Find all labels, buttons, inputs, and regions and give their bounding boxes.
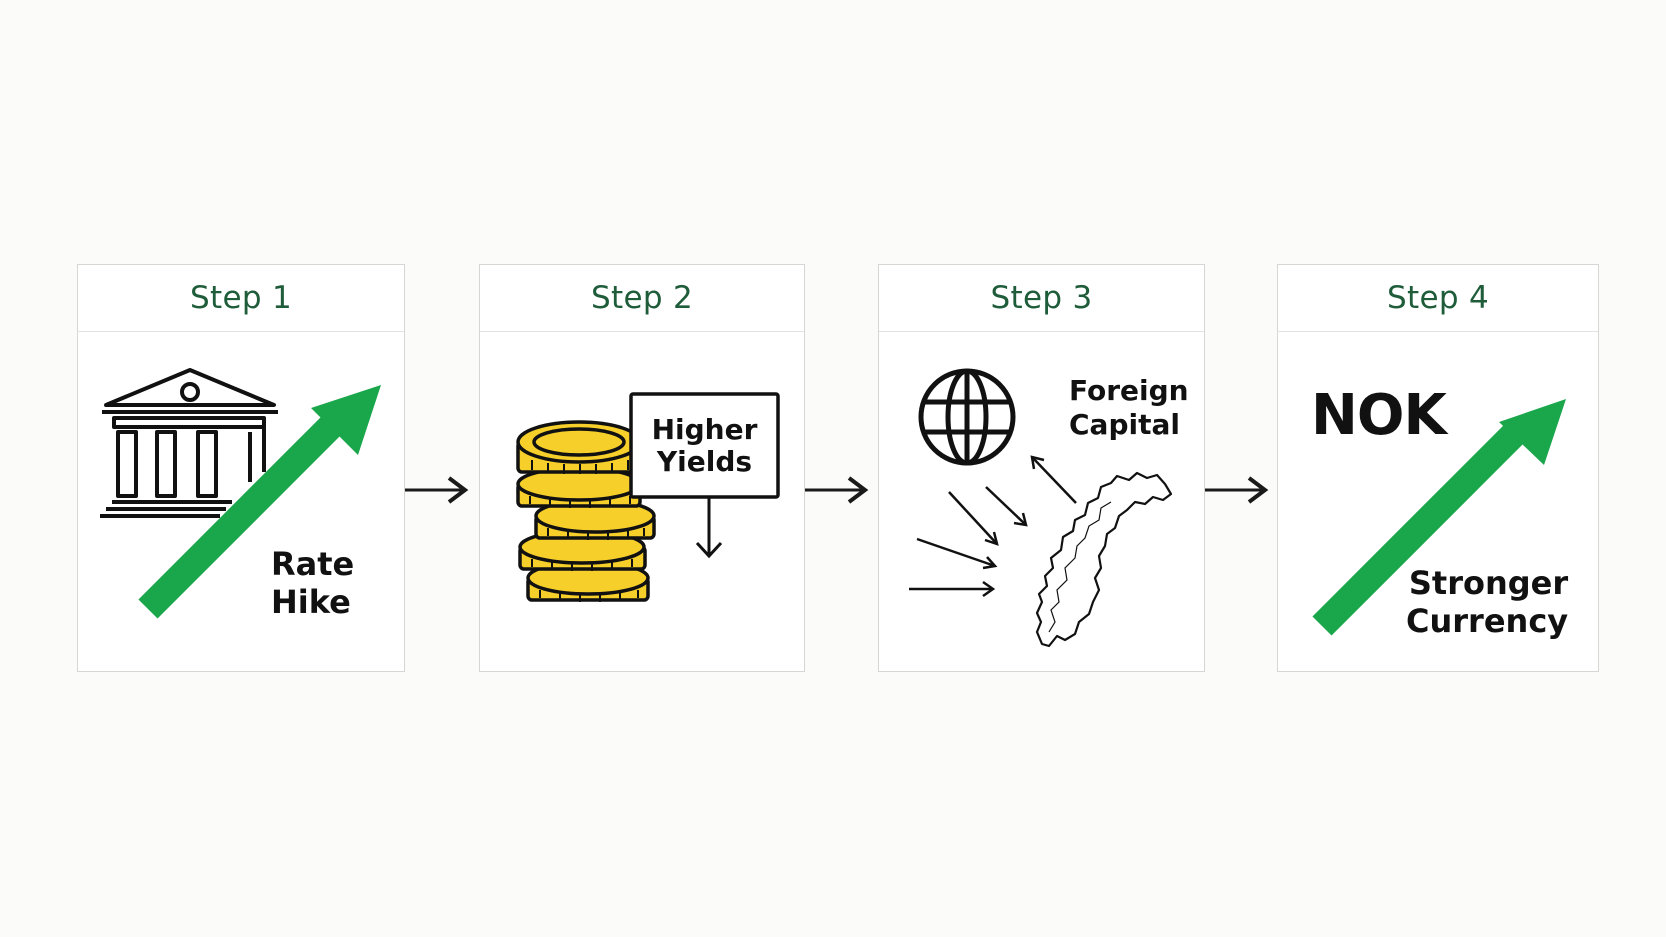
sign-label: Higher Yields — [633, 413, 776, 479]
label-line: Capital — [1069, 407, 1180, 441]
step-2-header: Step 2 — [480, 265, 804, 332]
label-line: Foreign — [1069, 374, 1189, 407]
up-arrow-icon — [1312, 399, 1566, 636]
coin-ridges-icon — [529, 460, 645, 602]
norway-map-icon — [1035, 471, 1173, 648]
right-arrow-icon — [805, 476, 869, 504]
step-2-body: Higher Yields — [480, 332, 804, 671]
sign-post-icon — [629, 392, 780, 555]
step-1-body: Rate Hike — [78, 332, 404, 671]
sign-line: Higher — [651, 413, 758, 446]
sign-line: Yields — [656, 445, 753, 479]
label-line: Hike — [271, 583, 351, 622]
step-1-panel: Step 1 R — [77, 264, 405, 672]
right-arrow-icon — [1205, 476, 1269, 504]
up-arrow-icon — [138, 385, 381, 619]
down-arrow-icon — [695, 541, 723, 559]
label-line: Currency — [1406, 602, 1569, 641]
step-4-header: Step 4 — [1278, 265, 1598, 332]
step-1-header: Step 1 — [78, 265, 404, 332]
label-line: Stronger — [1408, 564, 1569, 602]
bank-building-icon — [100, 368, 278, 518]
label-line: Rate — [271, 545, 355, 583]
right-arrow-icon — [405, 476, 469, 504]
step-3-body: Foreign Capital — [879, 332, 1204, 671]
step-2-panel: Step 2 — [479, 264, 805, 672]
step-4-label: Stronger Currency — [1406, 564, 1568, 641]
step-4-panel: Step 4 NOK Stronger Currency — [1277, 264, 1599, 672]
globe-icon — [918, 368, 1016, 466]
step-4-body: NOK Stronger Currency — [1278, 332, 1598, 671]
step-3-label: Foreign Capital — [1069, 374, 1189, 441]
inflow-arrows-icon — [909, 455, 1077, 598]
step-3-panel: Step 3 — [878, 264, 1205, 672]
step-1-label: Rate Hike — [271, 545, 354, 622]
step-3-header: Step 3 — [879, 265, 1204, 332]
coin-stack-icon — [516, 420, 656, 602]
currency-code: NOK — [1311, 383, 1447, 448]
